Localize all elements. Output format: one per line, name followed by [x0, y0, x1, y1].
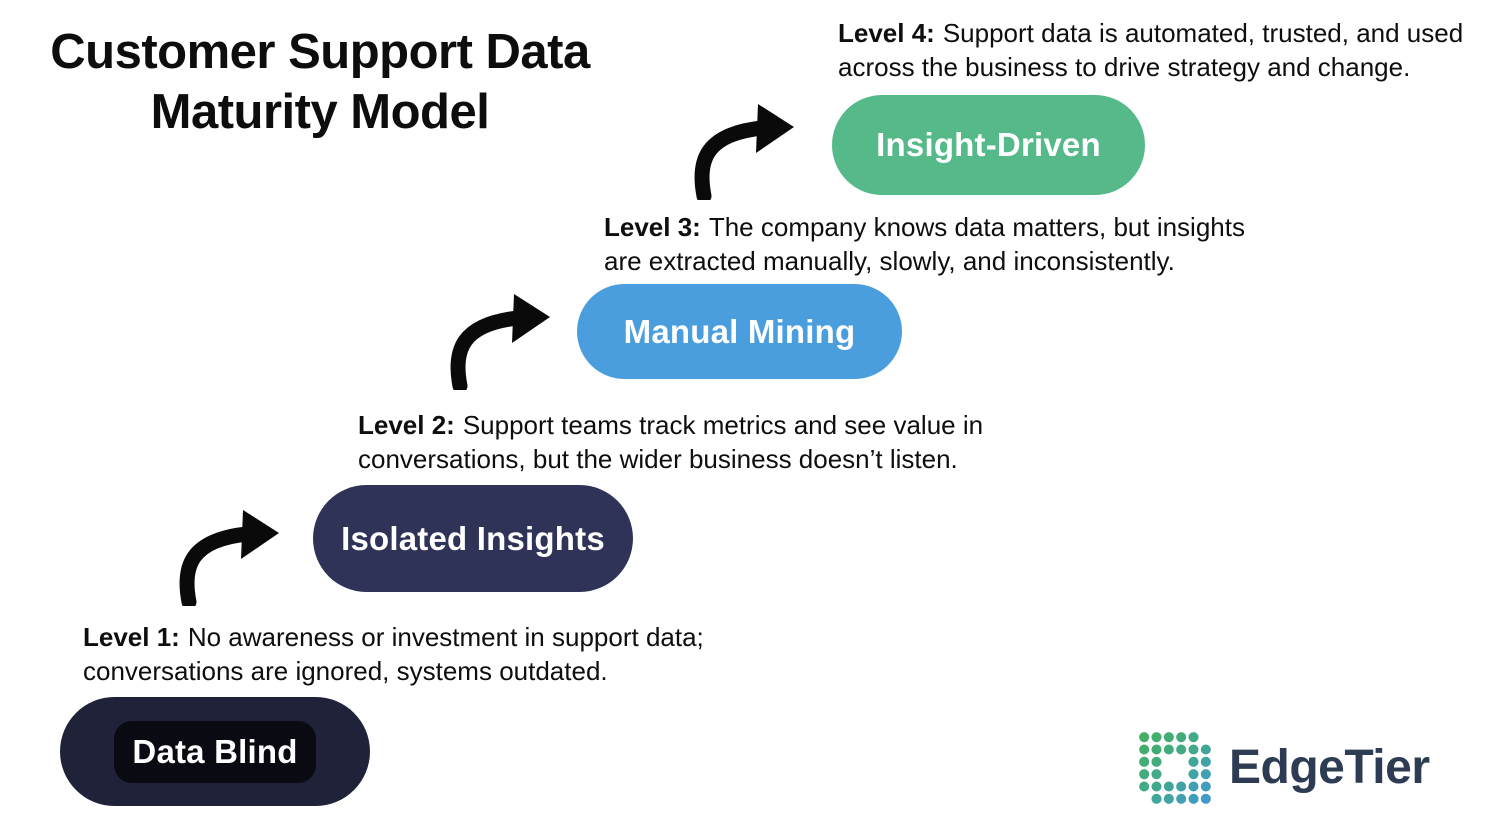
pill-manual-mining: Manual Mining: [577, 284, 902, 379]
pill-isolated-insights: Isolated Insights: [313, 485, 633, 592]
level-2-desc-line2: conversations, but the wider business do…: [358, 444, 958, 474]
level-3-label: Level 3:: [604, 212, 701, 242]
edgetier-wordmark: EdgeTier: [1229, 741, 1430, 794]
level-4-label: Level 4:: [838, 18, 935, 48]
page-title: Customer Support Data Maturity Model: [20, 22, 620, 142]
pill-data-blind-inner-box: Data Blind: [114, 720, 316, 783]
level-2-description: Level 2:Support teams track metrics and …: [358, 408, 983, 476]
level-3-description: Level 3:The company knows data matters, …: [604, 210, 1245, 278]
page-title-line1: Customer Support Data: [50, 25, 590, 79]
pill-insight-driven: Insight-Driven: [832, 95, 1145, 195]
level-1-description: Level 1:No awareness or investment in su…: [83, 620, 704, 688]
pill-data-blind-label: Data Blind: [132, 732, 298, 770]
pill-insight-driven-label: Insight-Driven: [876, 126, 1101, 163]
edgetier-logo: EdgeTier: [1138, 731, 1430, 805]
curved-arrow-icon: [179, 510, 279, 606]
pill-manual-mining-label: Manual Mining: [623, 312, 856, 350]
level-1-desc-line1: No awareness or investment in support da…: [187, 622, 704, 652]
page-title-line2: Maturity Model: [150, 85, 490, 139]
pill-data-blind: Data Blind: [60, 697, 370, 806]
level-1-desc-line2: conversations are ignored, systems outda…: [83, 656, 608, 686]
level-4-desc-line1: Support data is automated, trusted, and …: [942, 18, 1464, 48]
level-4-description: Level 4:Support data is automated, trust…: [838, 16, 1463, 84]
edgetier-dots-logo-icon: [1139, 732, 1211, 804]
curved-arrow-icon: [450, 294, 550, 390]
pill-isolated-insights-label: Isolated Insights: [341, 519, 605, 557]
level-2-desc-line1: Support teams track metrics and see valu…: [462, 410, 984, 440]
level-3-desc-line2: are extracted manually, slowly, and inco…: [604, 246, 1175, 276]
level-4-desc-line2: across the business to drive strategy an…: [838, 52, 1411, 82]
level-3-desc-line1: The company knows data matters, but insi…: [708, 212, 1245, 242]
level-2-label: Level 2:: [358, 410, 455, 440]
level-1-label: Level 1:: [83, 622, 180, 652]
curved-arrow-icon: [694, 104, 794, 200]
